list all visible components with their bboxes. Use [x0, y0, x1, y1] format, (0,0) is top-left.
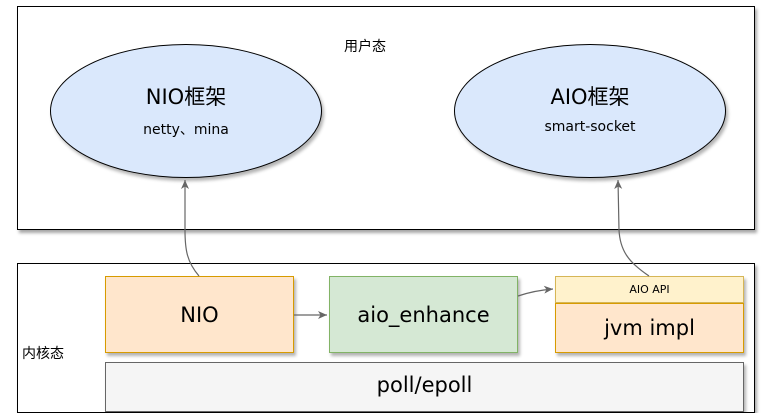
poll-epoll-box: poll/epoll — [105, 362, 744, 412]
nio-framework-ellipse: NIO框架 netty、mina — [50, 44, 322, 178]
aio-api-box: AIO API — [555, 276, 744, 303]
nio-framework-subtitle: netty、mina — [143, 122, 229, 138]
nio-box: NIO — [105, 276, 294, 353]
nio-framework-title: NIO框架 — [145, 85, 227, 109]
kernel-space-label: 内核态 — [22, 346, 64, 362]
jvm-impl-box: jvm impl — [555, 303, 744, 353]
aio-framework-title: AIO框架 — [550, 85, 630, 109]
aio-enhance-box: aio_enhance — [329, 276, 518, 353]
aio-framework-subtitle: smart-socket — [544, 119, 636, 135]
aio-framework-ellipse: AIO框架 smart-socket — [454, 44, 726, 178]
user-space-label: 用户态 — [344, 39, 386, 55]
